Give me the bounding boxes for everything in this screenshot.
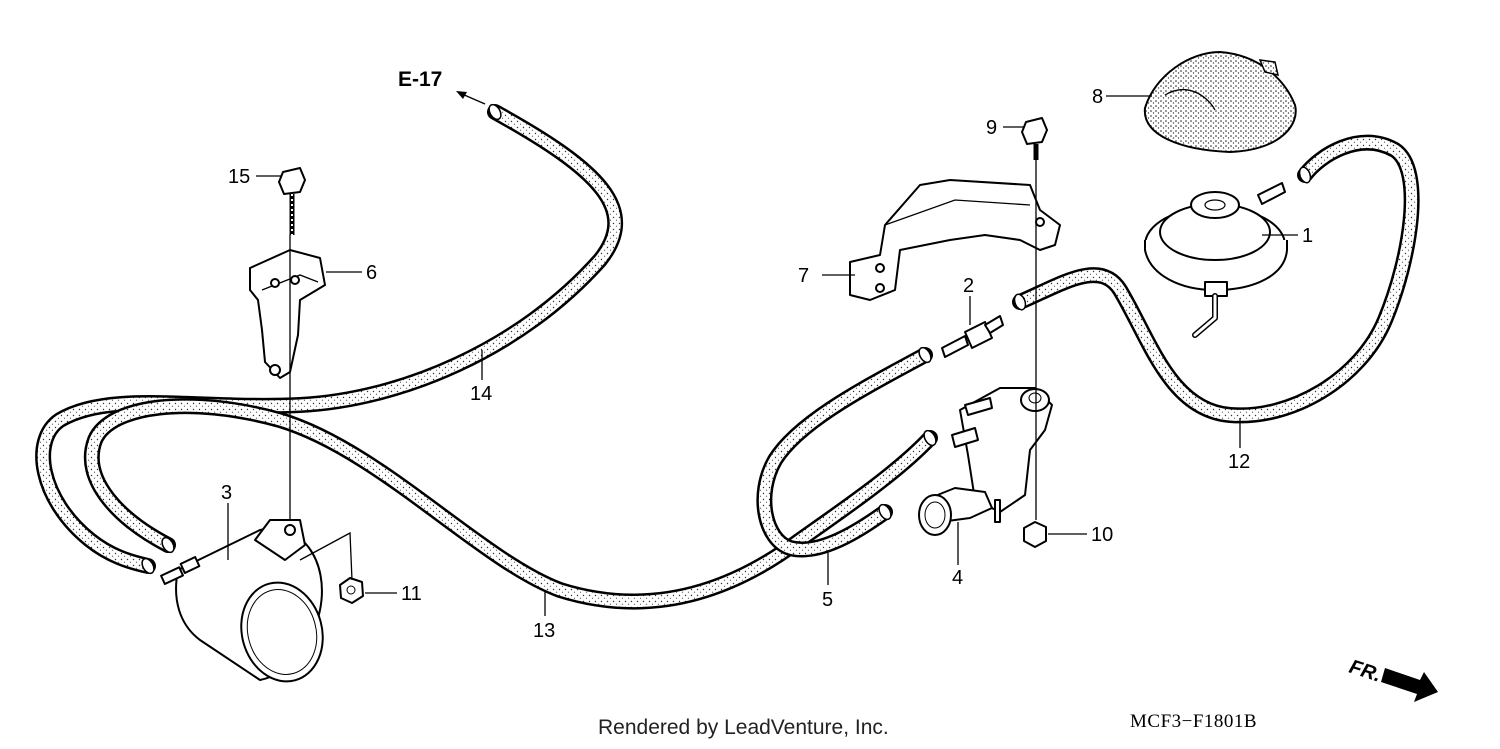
callout-14: 14	[470, 383, 492, 405]
callout-7: 7	[798, 265, 809, 287]
diagram-code: MCF3−F1801B	[1130, 711, 1257, 732]
tube-12	[1012, 134, 1420, 424]
callout-13: 13	[533, 620, 555, 642]
nut-11	[339, 577, 364, 604]
callout-6: 6	[366, 262, 377, 284]
front-direction-arrow: FR.	[1346, 656, 1438, 702]
callout-10: 10	[1091, 524, 1113, 546]
bracket-7	[849, 179, 1061, 301]
bolt-9	[1021, 117, 1048, 160]
credit-text: Rendered by LeadVenture, Inc.	[598, 716, 889, 739]
tube-ends	[141, 103, 1312, 575]
bolt-15	[278, 167, 306, 235]
callout-9: 9	[986, 117, 997, 139]
callout-12: 12	[1228, 451, 1250, 473]
connector-2	[941, 315, 1004, 358]
callout-4: 4	[952, 567, 963, 589]
callout-15: 15	[228, 166, 250, 188]
tube-13	[83, 398, 938, 610]
callout-3: 3	[221, 482, 232, 504]
callout-2: 2	[963, 275, 974, 297]
callout-5: 5	[822, 589, 833, 611]
tube-5	[756, 347, 933, 558]
callout-1: 1	[1302, 225, 1313, 247]
leader-lines	[227, 91, 1298, 616]
vacuum-chamber-1	[1144, 182, 1288, 338]
front-label: FR.	[1346, 656, 1383, 687]
reference-label-e17: E-17	[398, 68, 442, 91]
arrow-right-icon	[1381, 668, 1438, 702]
solenoid-valve-4	[918, 387, 1053, 536]
nut-10	[1023, 521, 1047, 548]
cover-8	[1143, 50, 1297, 154]
canister-3	[160, 519, 324, 683]
callout-8: 8	[1092, 86, 1103, 108]
callout-11: 11	[401, 583, 422, 605]
tube-14	[35, 104, 624, 574]
bracket-6	[249, 249, 326, 379]
